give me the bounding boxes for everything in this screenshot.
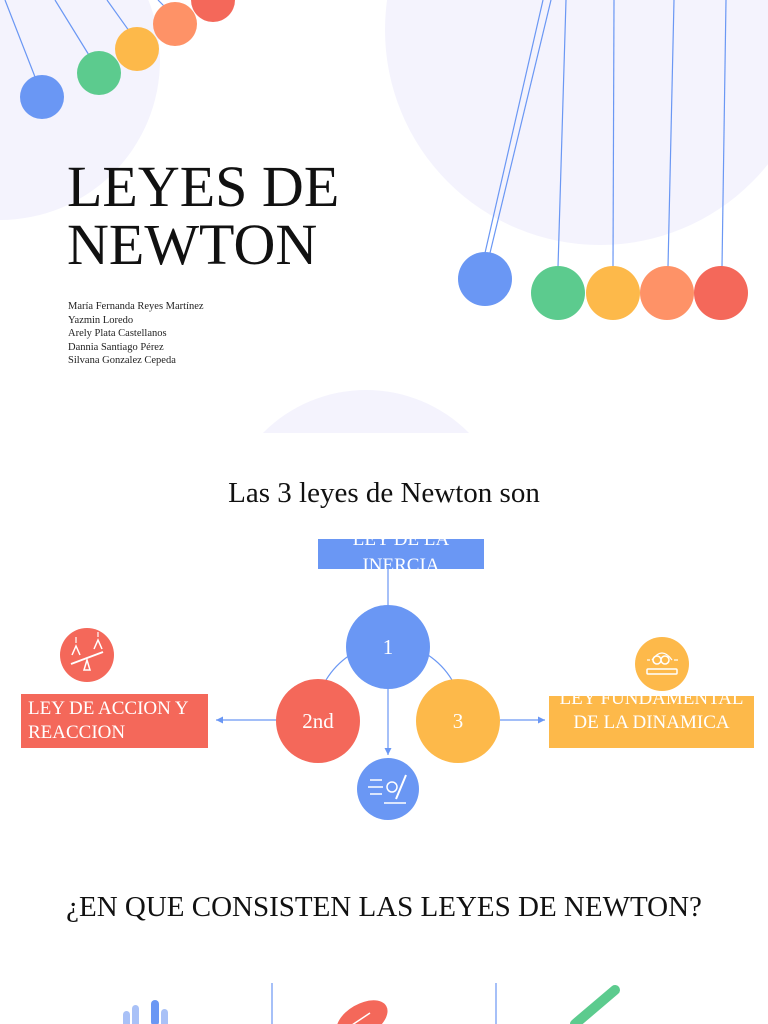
- newton-cradle-icon: [635, 637, 689, 691]
- slide-title: LEYES DE NEWTON María Fernanda Reyes Mar…: [0, 0, 768, 433]
- slide-three-laws: Las 3 leyes de Newton son: [0, 433, 768, 853]
- law-box-label: LEY DE LA INERCIA: [352, 539, 450, 569]
- bat-icon: [570, 985, 620, 1024]
- slide-what-are-laws: ¿EN QUE CONSISTEN LAS LEYES DE NEWTON?: [0, 853, 768, 1024]
- circle-label-2: 2nd: [302, 709, 334, 733]
- hand-icon: [123, 1000, 168, 1024]
- title-line-1: LEYES DE: [67, 154, 340, 219]
- pendulum-ball-green: [77, 51, 121, 95]
- bg-circle-right: [385, 0, 768, 245]
- cradle-ball-blue: [458, 252, 512, 306]
- law-circle-1: [346, 605, 430, 689]
- author-name: Dannia Santiago Pérez: [68, 341, 164, 353]
- pendulum-ball-orange: [153, 2, 197, 46]
- title-line-2: NEWTON: [67, 212, 318, 277]
- pendulum-ball-red: [191, 0, 235, 22]
- law-circle-2: [276, 679, 360, 763]
- author-name: Yazmin Loredo: [68, 314, 134, 326]
- slide3-decoration: [123, 983, 620, 1024]
- slide-heading: ¿EN QUE CONSISTEN LAS LEYES DE NEWTON?: [66, 891, 702, 923]
- page-title: LEYES DE NEWTON: [67, 158, 339, 274]
- law-box-label: LEY DE ACCION Y REACCION: [28, 698, 188, 743]
- law-box-label: LEY FUNDAMENTAL DE LA DINAMICA: [559, 696, 744, 733]
- bg-circle-bottom: [263, 390, 469, 433]
- pendulum-ball-yellow: [115, 27, 159, 71]
- law-box-inertia: LEY DE LA INERCIA: [318, 539, 484, 569]
- law-box-action-reaction: LEY DE ACCION Y REACCION: [21, 694, 208, 748]
- billiard-cue-icon: [357, 758, 419, 820]
- circle-label-3: 3: [452, 709, 464, 733]
- cradle-ball-yellow: [586, 266, 640, 320]
- newton-cradle-decoration: [0, 0, 768, 433]
- author-name: Arely Plata Castellanos: [68, 328, 167, 340]
- law-box-fundamental: LEY FUNDAMENTAL DE LA DINAMICA: [549, 696, 754, 748]
- author-list: María Fernanda Reyes Martínez Yazmin Lor…: [68, 300, 204, 368]
- cradle-ball-green: [531, 266, 585, 320]
- author-name: María Fernanda Reyes Martínez: [68, 301, 204, 312]
- cradle-ball-red: [694, 266, 748, 320]
- football-icon: [336, 1000, 388, 1024]
- pendulum-ball-blue: [20, 75, 64, 119]
- cradle-ball-orange: [640, 266, 694, 320]
- slide-heading: Las 3 leyes de Newton son: [228, 477, 540, 509]
- circle-label-1: 1: [382, 635, 394, 659]
- laws-diagram: [60, 569, 689, 820]
- law-circle-3: [416, 679, 500, 763]
- seesaw-icon: [60, 628, 114, 682]
- author-name: Silvana Gonzalez Cepeda: [68, 355, 176, 367]
